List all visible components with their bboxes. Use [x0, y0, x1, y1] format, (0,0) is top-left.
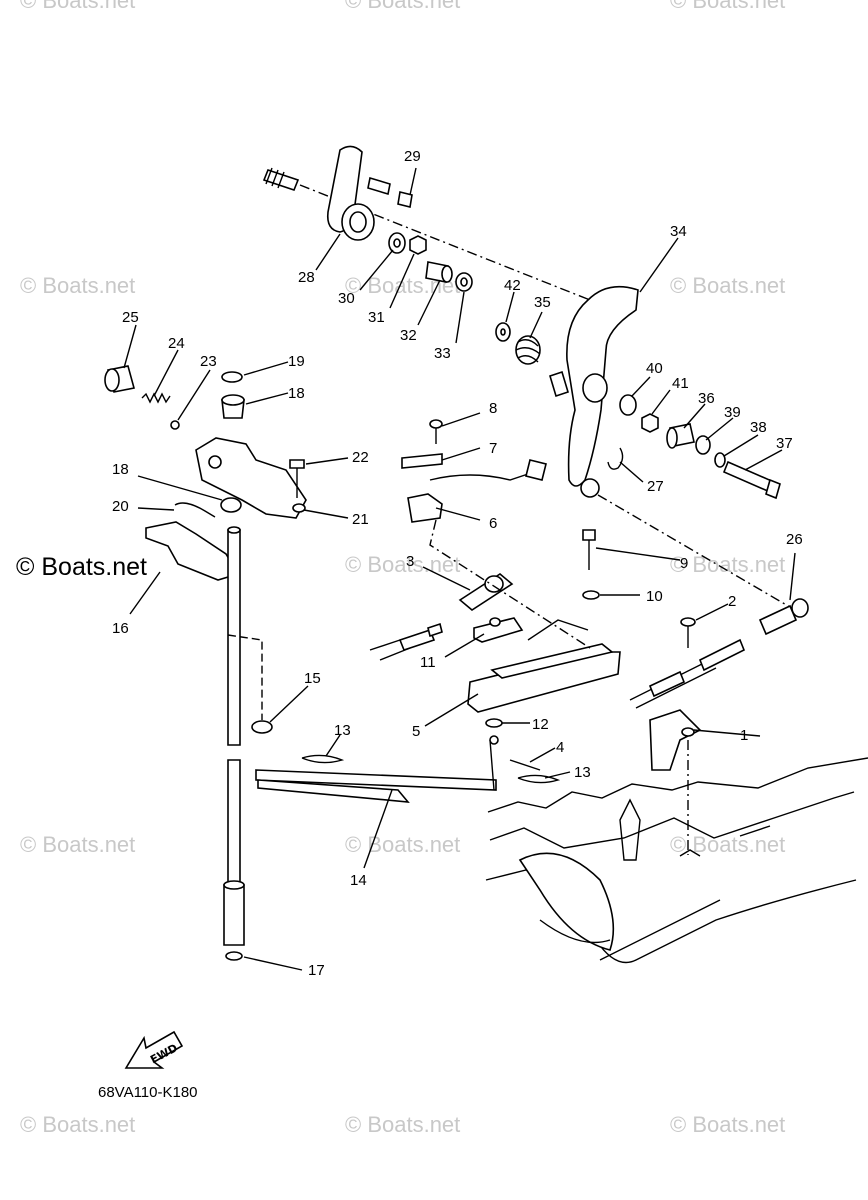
part-number-17: 17 — [308, 962, 325, 979]
part-number-41: 41 — [672, 375, 689, 392]
watermark: © Boats.net — [670, 273, 785, 298]
watermark: © Boats.net — [670, 0, 785, 13]
leader-lines — [123, 167, 796, 971]
part-number-15: 15 — [304, 670, 321, 687]
part-number-3: 3 — [406, 553, 414, 570]
part-number-13: 13 — [334, 722, 351, 739]
part-number-20: 20 — [112, 498, 129, 515]
part-number-5: 5 — [412, 723, 420, 740]
part-number-28: 28 — [298, 269, 315, 286]
part-number-6: 6 — [489, 515, 497, 532]
part-number-37: 37 — [776, 435, 793, 452]
top-assembly — [262, 145, 809, 636]
watermark: © Boats.net — [670, 1112, 785, 1137]
part-number-23: 23 — [200, 353, 217, 370]
watermark: © Boats.net — [20, 273, 135, 298]
part-number-32: 32 — [400, 327, 417, 344]
part-number-8: 8 — [489, 400, 497, 417]
part-number-29: 29 — [404, 148, 421, 165]
part-number-11: 11 — [420, 654, 436, 671]
part-number-26: 26 — [786, 531, 803, 548]
part-number-39: 39 — [724, 404, 741, 421]
watermark: © Boats.net — [670, 832, 785, 857]
part-number-40: 40 — [646, 360, 663, 377]
watermark: © Boats.net — [20, 1112, 135, 1137]
center-assembly — [255, 419, 746, 855]
diagram-code: 68VA110-K180 — [98, 1084, 198, 1101]
part-number-42: 42 — [504, 277, 521, 294]
left-assembly — [104, 365, 307, 961]
part-number-34: 34 — [670, 223, 687, 240]
part-number-21: 21 — [352, 511, 369, 528]
part-number-30: 30 — [338, 290, 355, 307]
part-number-7: 7 — [489, 440, 497, 457]
part-number-27: 27 — [647, 478, 664, 495]
part-labels: 1 2 3 4 5 6 7 8 9 10 11 12 13 13 14 15 1… — [112, 148, 803, 979]
part-number-2: 2 — [728, 593, 736, 610]
watermark: © Boats.net — [345, 0, 460, 13]
part-number-9: 9 — [680, 555, 688, 572]
watermark: © Boats.net — [345, 552, 460, 577]
part-number-18: 18 — [112, 461, 129, 478]
watermark-main: © Boats.net — [16, 553, 147, 581]
part-number-13: 13 — [574, 764, 591, 781]
part-number-35: 35 — [534, 294, 551, 311]
part-number-10: 10 — [646, 588, 663, 605]
part-number-25: 25 — [122, 309, 139, 326]
part-number-38: 38 — [750, 419, 767, 436]
watermark: © Boats.net — [20, 832, 135, 857]
watermark: © Boats.net — [20, 0, 135, 13]
part-number-14: 14 — [350, 872, 367, 889]
watermark: © Boats.net — [345, 1112, 460, 1137]
part-number-31: 31 — [368, 309, 385, 326]
part-number-24: 24 — [168, 335, 185, 352]
watermark: © Boats.net — [345, 832, 460, 857]
part-number-19: 19 — [288, 353, 305, 370]
part-number-22: 22 — [352, 449, 369, 466]
watermarks: © Boats.net © Boats.net © Boats.net © Bo… — [20, 0, 785, 1137]
part-number-12: 12 — [532, 716, 549, 733]
lower-cowling — [485, 757, 868, 964]
part-number-36: 36 — [698, 390, 715, 407]
part-number-33: 33 — [434, 345, 451, 362]
fwd-arrow: FWD — [124, 1030, 184, 1069]
part-number-1: 1 — [740, 727, 748, 744]
watermark: © Boats.net — [670, 552, 785, 577]
part-number-18: 18 — [288, 385, 305, 402]
part-number-4: 4 — [556, 739, 564, 756]
part-number-16: 16 — [112, 620, 129, 637]
